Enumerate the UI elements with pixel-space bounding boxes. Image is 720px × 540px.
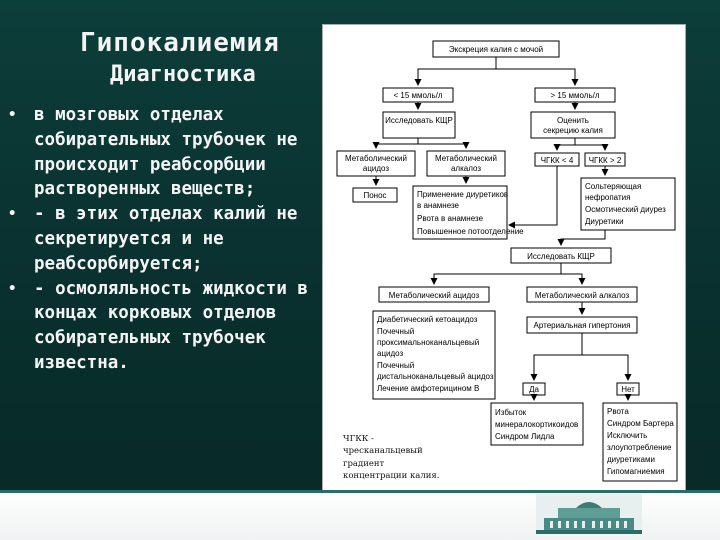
acid-causes-box (372, 310, 496, 400)
excess-label-3: Синдром Лидла (495, 432, 555, 441)
root-label: Экскреция калия с мочой (449, 45, 543, 54)
bullet-dot-icon: • (8, 107, 17, 123)
bullet-text: - в этих отделах калий не секретируется … (34, 204, 298, 274)
footnote: ЧГКК - чресканальцевый градиент концентр… (343, 433, 483, 483)
history-label-2: в анамнезе (417, 201, 460, 210)
met-acidosis-full-box (378, 286, 490, 303)
history-label-3: Рвота в анамнезе (417, 214, 484, 223)
check-kshr-box (382, 111, 456, 139)
other-label-2: Синдром Бартера (607, 419, 674, 428)
renal-label-2: нефропатия (585, 193, 630, 202)
footnote-line: градиент (343, 458, 385, 469)
footnote-line: чресканальцевый (343, 446, 423, 457)
slide-title: Гипокалиемия (80, 28, 280, 58)
low-label: < 15 ммоль/л (393, 91, 442, 100)
bottom-band-divider (0, 490, 720, 493)
excess-label-2: минералокортикоидов (495, 420, 578, 429)
acid-causes-label-7: Лечение амфотерицином В (377, 384, 479, 393)
renal-label-4: Диуретики (585, 217, 624, 226)
excess-label-1: Избыток (495, 408, 527, 417)
bullet-item: • - в этих отделах калий не секретируется… (8, 202, 326, 276)
no-label: Нет (621, 385, 635, 394)
bullet-dot-icon: • (8, 206, 17, 223)
diarrhea-label: Понос (363, 191, 386, 200)
other-label-5: диуретиками (607, 455, 655, 464)
assess-box (530, 111, 616, 139)
diagnostic-flowchart: Экскреция калия с мочой < 15 ммоль/л > 1… (336, 40, 678, 482)
history-label-1: Применение диуретиков (417, 190, 508, 199)
yes-label: Да (529, 385, 539, 394)
met-acidosis-full-label: Метаболический ацидоз (389, 291, 480, 300)
acid-causes-label-6: дистальноканальцевый ацидоз (377, 372, 494, 381)
footnote-line: концентрации калия. (343, 471, 440, 482)
other-label-6: Гипомагниемия (607, 467, 665, 476)
hypertension-label: Артериальная гипертония (534, 321, 631, 330)
footnote-line: ЧГКК - (343, 434, 374, 444)
bullet-dot-icon: • (8, 280, 17, 297)
acid-causes-label-2: Почечный (377, 327, 414, 336)
acid-causes-label-5: Почечный (377, 361, 414, 370)
other-label-4: злоупотребление (607, 443, 672, 452)
excess-box (490, 402, 584, 446)
acid-causes-label-1: Диабетический кетоацидоз (377, 315, 478, 324)
renal-label-3: Осмотический диурез (585, 205, 666, 214)
check-kshr-label: Исследовать КЩР (385, 116, 453, 125)
renal-label-1: Сольтеряющая (585, 182, 641, 191)
bullet-item: • - осмоляльность жидкости в концах корко… (8, 277, 326, 376)
slide-subtitle: Диагностика (110, 62, 256, 87)
met-alkalosis-full-label: Метаболический алкалоз (535, 291, 630, 300)
diarrhea-box (352, 187, 398, 203)
high-label: > 15 ммоль/л (550, 91, 599, 100)
bullet-item: • в мозговых отделах собирательных трубоч… (8, 103, 326, 202)
met-acidosis-label-2: ацидоз (363, 164, 390, 173)
other-box (602, 402, 678, 482)
other-label-3: Исключить (607, 431, 647, 440)
met-acidosis-label-1: Метаболический (345, 154, 407, 163)
bullet-text: в мозговых отделах собирательных трубоче… (34, 105, 298, 200)
other-label-1: Рвота (607, 407, 629, 416)
check-kshr-2-label: Исследовать КЩР (527, 252, 595, 261)
renal-box (580, 177, 676, 231)
history-label-4: Повышенное потоотделение (417, 227, 524, 236)
acid-causes-label-3: проксимальноканальцевый (377, 338, 479, 347)
acid-causes-label-4: ацидоз (377, 349, 404, 358)
bullet-list: • в мозговых отделах собирательных трубоч… (8, 103, 326, 376)
assess-label-2: секрецию калия (543, 126, 603, 135)
history-box (412, 185, 508, 240)
assess-label-1: Оценить (557, 116, 589, 125)
tgkk-high-label: ЧГКК > 2 (589, 156, 622, 165)
tgkk-low-label: ЧГКК < 4 (541, 156, 574, 165)
met-alkalosis-label-1: Метаболический (435, 154, 497, 163)
met-alkalosis-label-2: алкалоз (451, 164, 481, 173)
bullet-text: - осмоляльность жидкости в концах корков… (34, 278, 308, 373)
diagnostic-flowchart-panel: Экскреция калия с мочой < 15 ммоль/л > 1… (322, 24, 686, 492)
building-logo-icon (536, 494, 642, 534)
